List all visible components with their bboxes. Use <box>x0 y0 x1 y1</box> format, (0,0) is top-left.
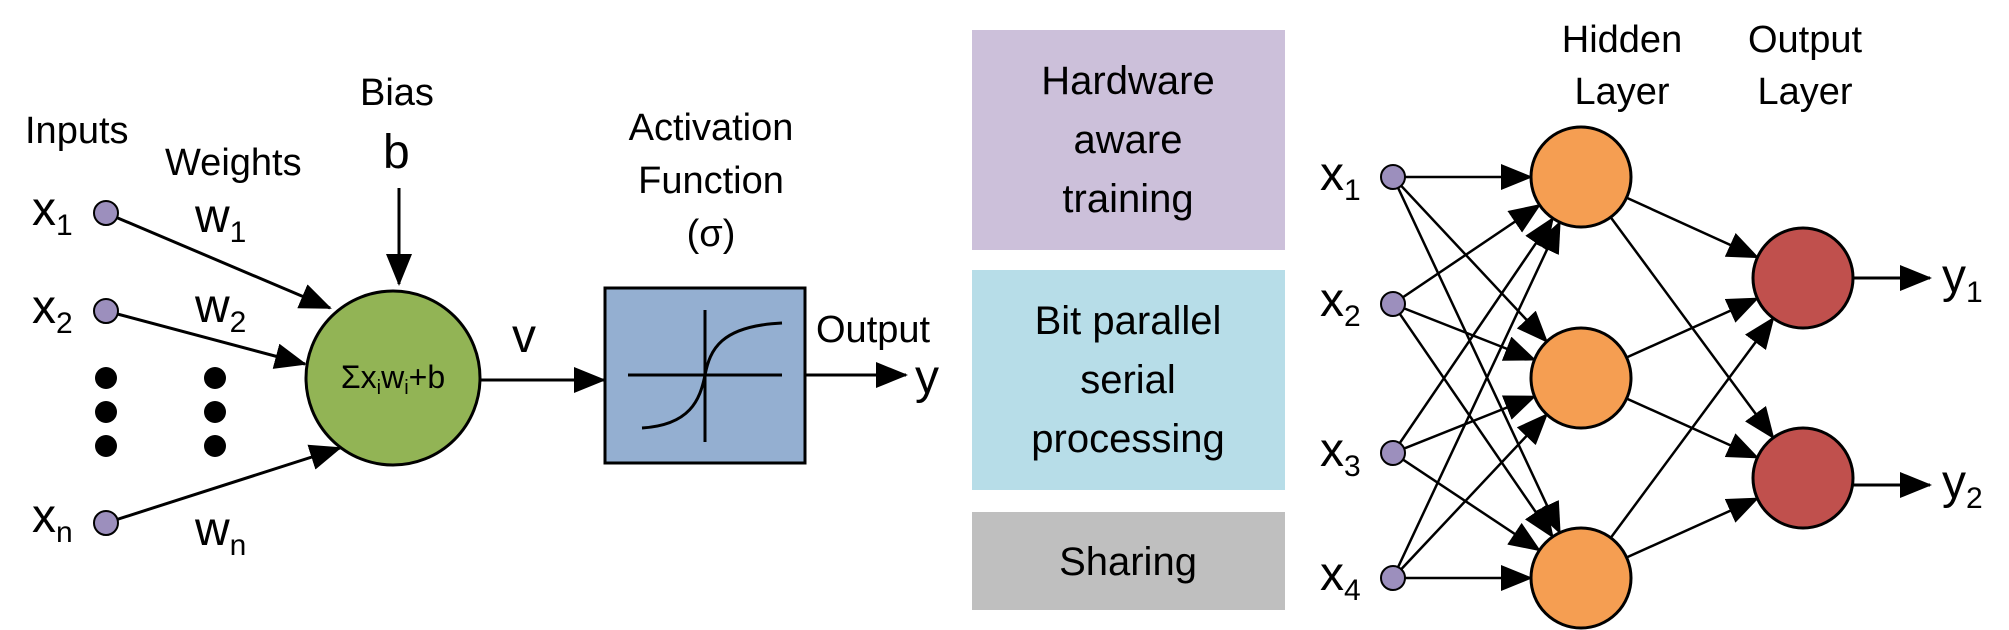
input-arrow-2 <box>105 309 307 369</box>
net-input-node-x4 <box>1380 565 1406 591</box>
edge-hidden-1-output-2 <box>1579 176 1775 440</box>
net-output-label-y1: y1 <box>1942 250 1983 309</box>
weight-label-w2: w2 <box>194 280 246 339</box>
hidden-layer-title-line2: Layer <box>1574 71 1669 113</box>
input-label-x1: x1 <box>32 183 73 242</box>
weight-label-w1: w1 <box>194 190 246 249</box>
input-label-x2: x2 <box>32 281 73 340</box>
bias-label: Bias <box>360 72 434 114</box>
input-label-xn: xn <box>32 490 73 549</box>
input-node-x1 <box>93 200 119 226</box>
net-input-node-x3 <box>1380 440 1406 466</box>
bitparallel-box-line2: serial <box>1080 358 1176 402</box>
inputs-ellipsis <box>95 367 117 457</box>
input-node-x2 <box>93 298 119 324</box>
hidden-node-1 <box>1529 125 1633 229</box>
output-label: Output <box>816 309 931 351</box>
hardware-box-line2: aware <box>1074 118 1183 162</box>
output-node-y1 <box>1751 226 1855 330</box>
activation-title-line3: (σ) <box>687 213 736 255</box>
input-arrow-1 <box>105 211 332 310</box>
output-layer-title-line1: Output <box>1748 19 1863 61</box>
activation-title-line2: Function <box>638 160 784 202</box>
sharing-box <box>972 512 1285 610</box>
output-symbol: y <box>915 351 939 404</box>
hardware-aware-training-box <box>972 30 1285 250</box>
hidden-node-3 <box>1529 526 1633 630</box>
weights-ellipsis <box>204 367 226 457</box>
multilayer-network: Hidden Layer Output Layer x1 x2 x3 x4 y1… <box>1320 19 1983 630</box>
edge-input-1-hidden-2 <box>1392 176 1549 343</box>
input-node-xn <box>93 510 119 536</box>
edge-hidden-3-output-1 <box>1579 316 1775 579</box>
hardware-box-line3: training <box>1062 177 1193 221</box>
edge-input-2-hidden-1 <box>1392 203 1542 306</box>
edge-input-4-hidden-2 <box>1392 412 1549 579</box>
weight-label-wn: wn <box>194 503 246 562</box>
sigmoid-icon <box>628 310 783 442</box>
perceptron: Inputs Weights Bias b x1 x2 xn w1 w2 wn <box>25 72 939 562</box>
edge-input-2-hidden-2 <box>1392 302 1537 361</box>
hardware-box-line1: Hardware <box>1041 59 1214 103</box>
bitparallel-box-line1: Bit parallel <box>1035 299 1222 343</box>
net-input-label-x2: x2 <box>1320 274 1361 333</box>
activation-title-line1: Activation <box>629 107 794 149</box>
v-label: v <box>512 310 536 363</box>
edge-input-3-hidden-1 <box>1391 216 1555 454</box>
method-boxes: Hardware aware training Bit parallel ser… <box>972 30 1285 610</box>
inputs-label: Inputs <box>25 110 129 152</box>
net-input-label-x3: x3 <box>1320 424 1361 483</box>
summation-formula: Σxiwi+b <box>341 359 445 399</box>
network-connections <box>1391 164 1775 591</box>
net-input-label-x4: x4 <box>1320 548 1361 607</box>
sharing-box-label: Sharing <box>1059 540 1197 584</box>
edge-input-1-hidden-3 <box>1391 176 1561 535</box>
input-arrow-n <box>105 444 342 525</box>
net-output-label-y2: y2 <box>1942 456 1983 515</box>
output-node-y2 <box>1751 426 1855 530</box>
output-layer-title-line2: Layer <box>1757 71 1852 113</box>
bit-parallel-serial-processing-box <box>972 270 1285 490</box>
bias-symbol: b <box>383 126 410 179</box>
hidden-layer-title-line1: Hidden <box>1562 19 1682 61</box>
summation-node <box>304 289 482 467</box>
net-input-label-x1: x1 <box>1320 148 1361 207</box>
net-input-node-x2 <box>1380 291 1406 317</box>
edge-input-4-hidden-1 <box>1391 220 1561 579</box>
net-input-node-x1 <box>1380 164 1406 190</box>
weights-label: Weights <box>165 142 302 184</box>
hidden-node-2 <box>1529 326 1633 430</box>
bitparallel-box-line3: processing <box>1031 417 1224 461</box>
